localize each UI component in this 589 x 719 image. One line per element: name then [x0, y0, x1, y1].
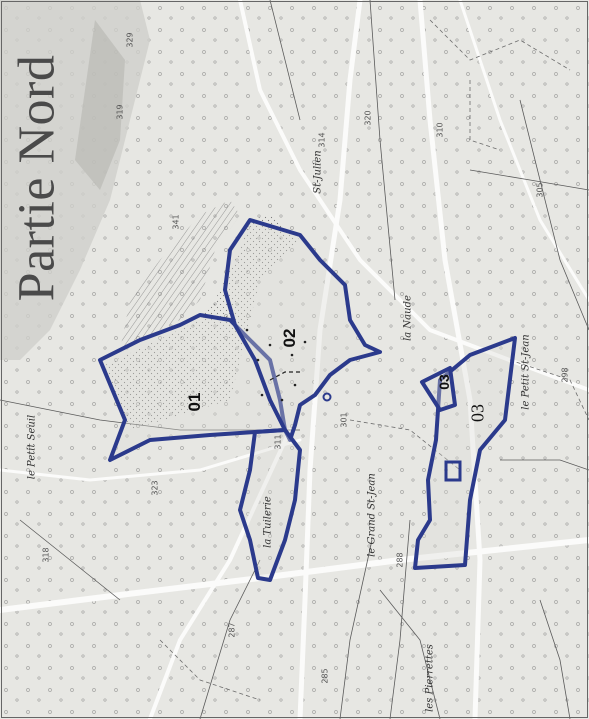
place-petit-seuil: le Petit Seuil — [26, 414, 38, 480]
altitude-label: 310 — [435, 122, 445, 138]
altitude-label: 318 — [41, 547, 51, 563]
place-naude: la Naude — [402, 295, 414, 341]
zone-02-boundary — [223, 218, 382, 442]
zone-03-enclave-boundary — [444, 460, 462, 482]
altitude-label: 314 — [317, 132, 327, 148]
point-features — [245, 328, 307, 402]
altitude-label: 323 — [150, 480, 160, 496]
zone-03-boundary — [413, 336, 517, 570]
site-marker — [322, 392, 332, 402]
inner-dashed-line — [269, 371, 300, 381]
altitude-label: 329 — [125, 32, 135, 48]
place-pierrettes: les Pierrettes — [424, 644, 436, 712]
altitude-label: 305 — [535, 182, 545, 198]
parcel-boundaries — [159, 19, 589, 701]
zone-03-small-boundary — [420, 366, 457, 412]
altitude-label: 319 — [115, 104, 125, 120]
place-petit-st-jean: le Petit St-Jean — [520, 334, 532, 410]
zone-01-boundary — [98, 313, 287, 462]
place-st-julien: St-Julien — [312, 150, 324, 194]
place-tuilerie: la Tuilerie — [262, 496, 274, 548]
zone-label-01: 01 — [185, 392, 204, 412]
hatched-area — [120, 200, 240, 350]
zone-label-03-small: 03 — [436, 374, 452, 390]
altitude-label: 311 — [273, 434, 283, 450]
altitude-label: 320 — [363, 110, 373, 126]
altitude-label: 288 — [395, 552, 405, 568]
stippled-area — [105, 215, 300, 430]
altitude-label: 301 — [339, 412, 349, 428]
map-title: Partie Nord — [8, 54, 66, 302]
altitude-label: 285 — [320, 668, 330, 684]
altitude-label: 287 — [227, 622, 237, 638]
zone-south-tongue-boundary — [238, 428, 302, 582]
forest-area — [75, 20, 125, 190]
zone-label-02: 02 — [280, 328, 299, 348]
place-grand-st-jean: le Grand St-Jean — [366, 473, 378, 557]
zone-label-03: 03 — [467, 404, 488, 422]
altitude-label: 298 — [560, 367, 570, 383]
altitude-label: 341 — [171, 214, 181, 230]
